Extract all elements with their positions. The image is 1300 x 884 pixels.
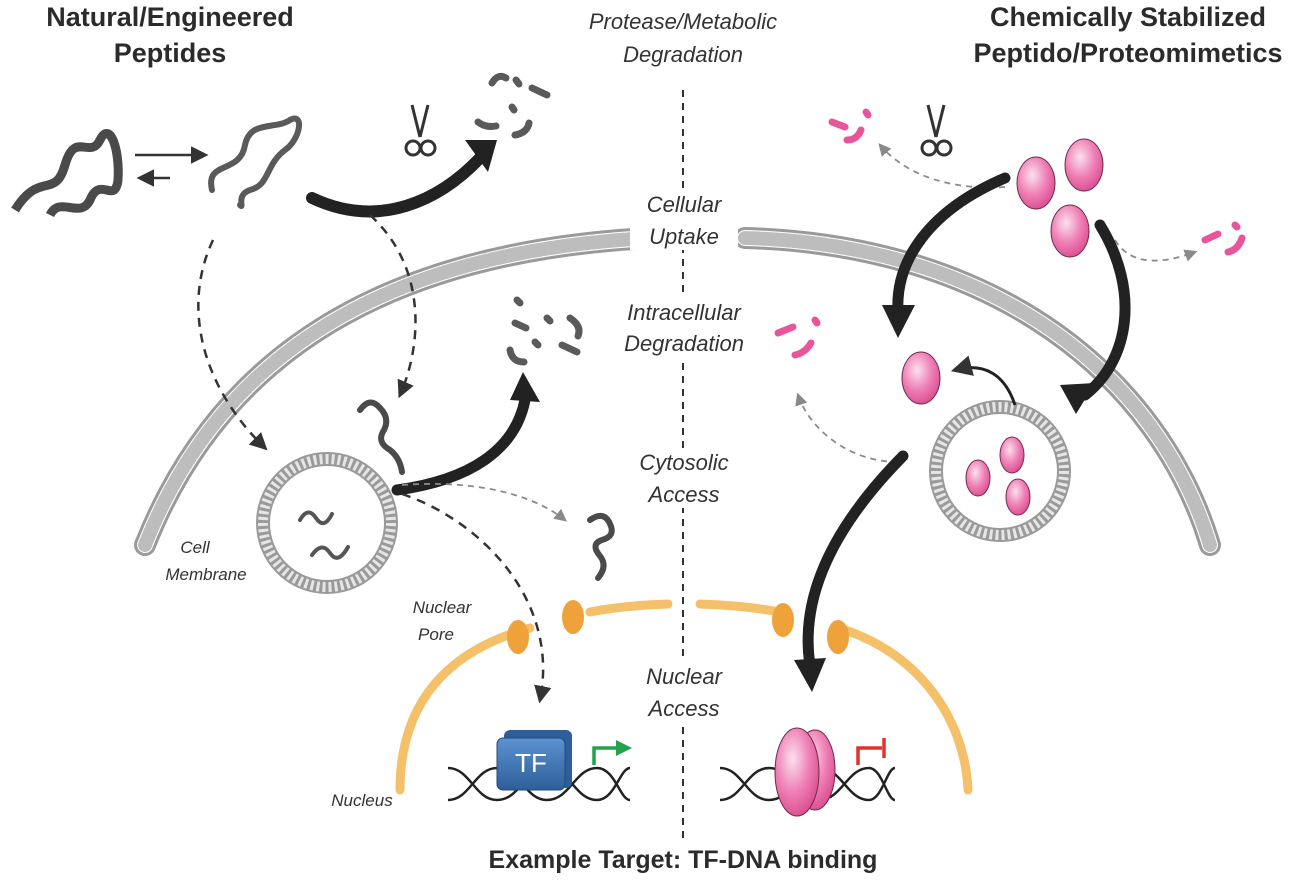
dashed-arrow-endocytosis (197, 239, 268, 451)
inhibition-bar-icon (856, 738, 886, 765)
mimetic-cluster (1016, 138, 1104, 258)
stage-nuclear-line2: Access (647, 696, 720, 721)
caption: Example Target: TF-DNA binding (489, 846, 878, 874)
intracellular-label-bg (608, 298, 760, 358)
mimetic-nuclear-arrow (802, 450, 909, 671)
endosomal-escape-arrow (950, 355, 1017, 406)
cell-membrane-label-line1: Cell (180, 538, 211, 557)
mimetic-uptake-arrow (892, 172, 1011, 318)
stage-cytosolic-line1: Cytosolic (639, 450, 728, 475)
intracellular-degradation-arrow-head (510, 372, 540, 402)
minor-intracellular-degradation-arrow (795, 392, 899, 463)
cytosolic-peptide-upper (357, 399, 405, 475)
stage-degradation-line2: Degradation (623, 42, 743, 67)
scissors-icon (404, 104, 437, 157)
nuclear-entry-arrow (401, 492, 552, 704)
stage-cytosolic-line2: Access (647, 482, 720, 507)
stage-degradation-line1: Protease/Metabolic (589, 9, 777, 34)
cytosolic-mimetic (901, 351, 941, 405)
minor-degradation-arrow (1114, 239, 1198, 262)
mimetic-endocytosis-arrow-head (1060, 383, 1095, 414)
cytosolic-escape-arrow (401, 482, 567, 522)
unfolded-peptide (208, 115, 302, 209)
cytosolic-peptide (587, 512, 615, 581)
stage-uptake-line1: Cellular (647, 192, 723, 217)
degradation-arrow (306, 152, 486, 218)
degradation-arrow-head (465, 140, 497, 172)
peptide-fragments (474, 72, 551, 139)
nuclear-pore (562, 600, 584, 634)
mimetic-endocytosis-arrow (1079, 219, 1131, 401)
cell-membrane (134, 227, 1221, 556)
activation-arrow-icon (592, 740, 632, 765)
mimetic-fragments (774, 108, 1246, 359)
nuclear-pore (827, 620, 849, 654)
stage-nuclear-line1: Nuclear (646, 664, 723, 689)
right-heading-line2: Peptido/Proteomimetics (973, 38, 1282, 68)
intracellular-fragments (506, 296, 583, 366)
bound-mimetic (774, 727, 820, 817)
tf-label: TF (515, 748, 547, 778)
scissors-icon (920, 104, 953, 157)
uptake-label-bg (630, 188, 738, 250)
cytosolic-label-bg (625, 448, 743, 508)
mimetic-nuclear-arrow-head (794, 658, 826, 692)
endosome-left (256, 452, 398, 594)
nuclear-pore (507, 620, 529, 654)
tf-protein (496, 737, 566, 791)
right-heading-line1: Chemically Stabilized (990, 2, 1266, 32)
nuclear-pore-label-line2: Pore (418, 625, 454, 644)
nuclear-pore-label-line1: Nuclear (413, 598, 473, 617)
stage-intracellular-line1: Intracellular (627, 300, 742, 325)
left-heading-line2: Peptides (114, 38, 227, 68)
helical-peptide (11, 129, 123, 218)
stage-intracellular-line2: Degradation (624, 331, 744, 356)
nuclear-pore (772, 603, 794, 637)
nuclear-label-bg (630, 660, 738, 724)
stage-uptake-line2: Uptake (649, 224, 719, 249)
nucleus-label: Nucleus (331, 791, 393, 810)
mimetic-uptake-arrow-head (882, 305, 915, 338)
intracellular-degradation-arrow (391, 394, 531, 496)
endosome-right (929, 400, 1071, 542)
cell-membrane-label-line2: Membrane (165, 565, 246, 584)
left-heading-line1: Natural/Engineered (46, 2, 294, 32)
